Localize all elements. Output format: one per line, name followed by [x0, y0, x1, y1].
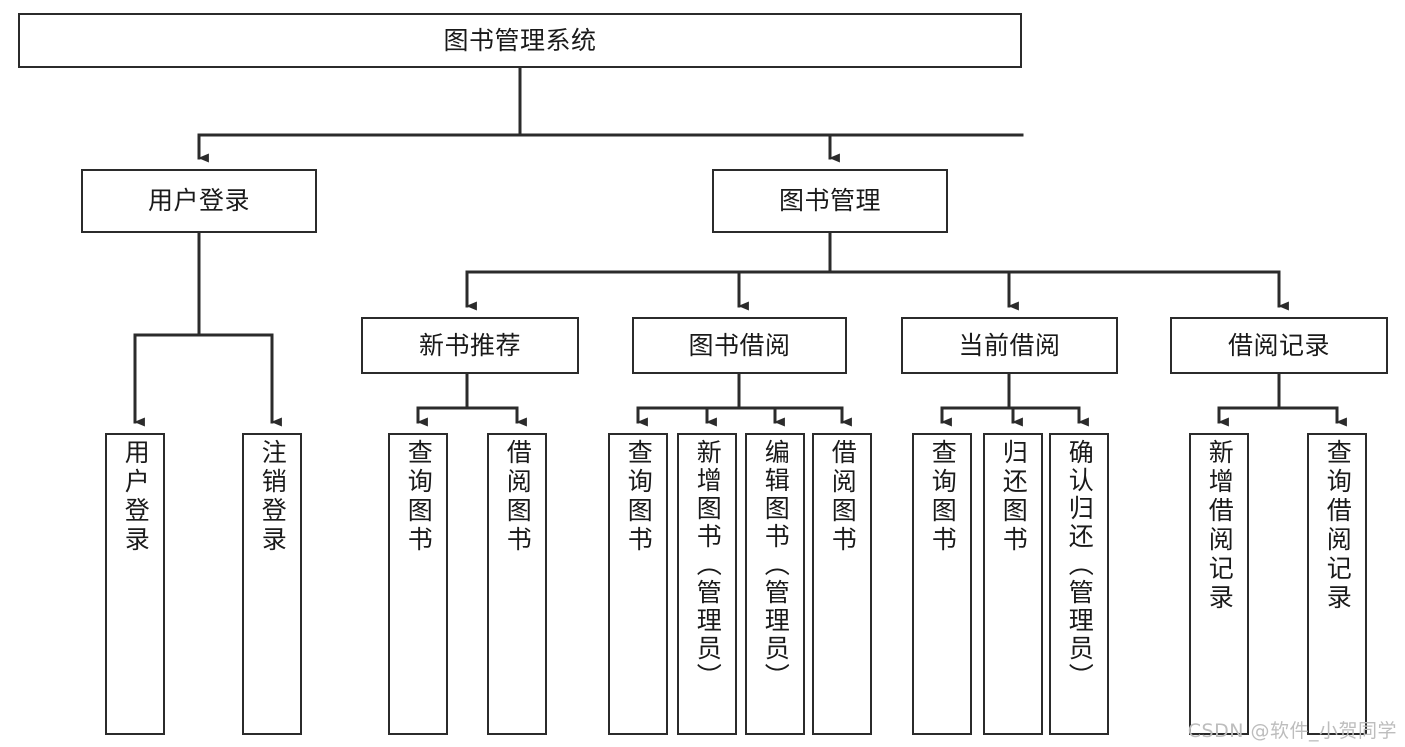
node-label: 借阅图书	[503, 439, 533, 555]
node-label: 新书推荐	[418, 330, 521, 360]
node-leaf-rec-query[interactable]: 查询图书	[388, 433, 448, 735]
node-user-login[interactable]: 用户登录	[81, 169, 317, 233]
node-leaf-cur-return[interactable]: 归还图书	[983, 433, 1043, 735]
node-label: 用户登录	[147, 186, 250, 216]
node-label: 当前借阅	[958, 330, 1061, 360]
node-leaf-user-logout[interactable]: 注销登录	[242, 433, 302, 735]
node-leaf-borrow-edit[interactable]: 编辑图书（管理员）	[745, 433, 805, 735]
node-label: 查询图书	[624, 439, 654, 555]
node-book-borrow[interactable]: 图书借阅	[632, 317, 847, 374]
node-leaf-rec-add[interactable]: 新增借阅记录	[1189, 433, 1249, 735]
node-label: 查询借阅记录	[1323, 439, 1353, 613]
node-label: 借阅图书	[828, 439, 858, 555]
node-current-borrow[interactable]: 当前借阅	[901, 317, 1118, 374]
node-label: 图书管理	[778, 186, 881, 216]
node-leaf-cur-query[interactable]: 查询图书	[912, 433, 972, 735]
node-root[interactable]: 图书管理系统	[18, 13, 1022, 68]
node-leaf-cur-confirm[interactable]: 确认归还（管理员）	[1049, 433, 1109, 735]
node-label: 查询图书	[928, 439, 958, 555]
node-leaf-borrow-lend[interactable]: 借阅图书	[812, 433, 872, 735]
node-label: 图书借阅	[688, 330, 791, 360]
node-book-manage[interactable]: 图书管理	[712, 169, 948, 233]
node-label: 新增借阅记录	[1205, 439, 1235, 613]
node-new-book-rec[interactable]: 新书推荐	[361, 317, 579, 374]
node-label: 借阅记录	[1227, 330, 1330, 360]
node-label: 新增图书（管理员）	[693, 439, 723, 691]
node-leaf-user-login[interactable]: 用户登录	[105, 433, 165, 735]
node-leaf-borrow-add[interactable]: 新增图书（管理员）	[677, 433, 737, 735]
node-leaf-rec-query2[interactable]: 查询借阅记录	[1307, 433, 1367, 735]
csdn-watermark: CSDN @软件_小贺同学	[1187, 720, 1397, 742]
node-label: 编辑图书（管理员）	[761, 439, 791, 691]
node-label: 确认归还（管理员）	[1065, 439, 1095, 691]
node-leaf-borrow-query[interactable]: 查询图书	[608, 433, 668, 735]
node-label: 图书管理系统	[443, 25, 597, 55]
node-label: 查询图书	[404, 439, 434, 555]
node-label: 注销登录	[258, 439, 288, 555]
node-leaf-rec-borrow[interactable]: 借阅图书	[487, 433, 547, 735]
node-borrow-record[interactable]: 借阅记录	[1170, 317, 1388, 374]
node-label: 用户登录	[121, 439, 151, 555]
node-label: 归还图书	[999, 439, 1029, 555]
